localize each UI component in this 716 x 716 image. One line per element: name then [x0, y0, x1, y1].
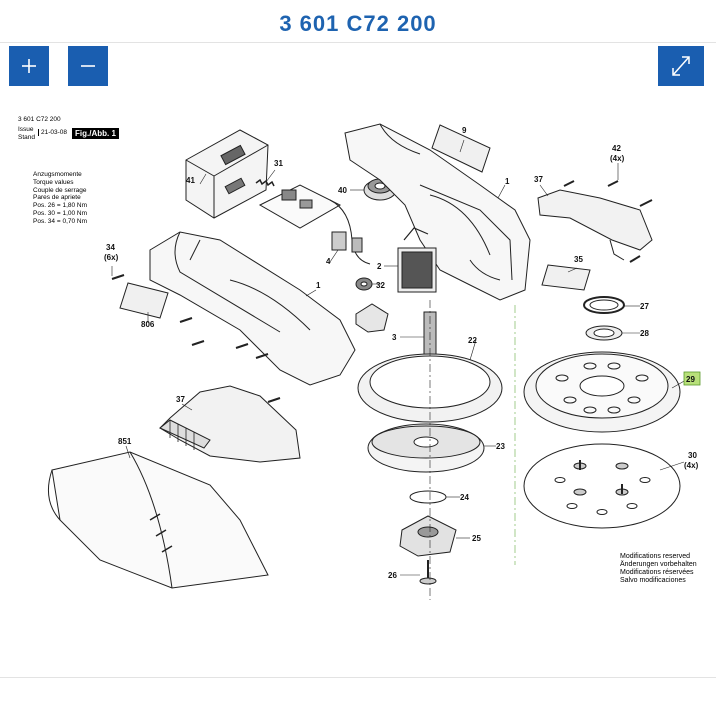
part-42-screws — [563, 180, 653, 263]
callout-37-right: 37 — [534, 175, 543, 184]
callout-31: 31 — [274, 159, 283, 168]
callout-42: 42 — [612, 144, 621, 153]
callout-4: 4 — [326, 257, 331, 266]
part-23-fan — [367, 423, 485, 473]
part-24-washer — [409, 490, 447, 504]
callout-1-lower: 1 — [316, 281, 321, 290]
leader-lines — [111, 139, 687, 576]
modifications-note: Modifications reserved Änderungen vorbeh… — [620, 553, 697, 585]
callout-24: 24 — [460, 493, 469, 502]
callout-25: 25 — [472, 534, 481, 543]
plus-icon — [22, 59, 36, 73]
torque-note-line: Pos. 34 = 0,70 Nm — [33, 217, 88, 225]
part-26-screw — [419, 560, 437, 585]
zoom-out-button[interactable] — [68, 46, 108, 86]
callout-1-upper: 1 — [505, 177, 510, 186]
drawing-date: 21-03-08 — [38, 129, 67, 137]
torque-note-line: Pos. 26 = 1,80 Nm — [33, 202, 88, 210]
callout-41: 41 — [186, 176, 195, 185]
callout-30: 30 — [688, 451, 697, 460]
part-29-sanding-pad — [523, 351, 681, 433]
part-1-housing-lower — [149, 231, 356, 386]
callout-32: 32 — [376, 281, 385, 290]
drawing-number: 3 601 C72 200 — [18, 116, 61, 123]
modifications-line: Salvo modificaciones — [620, 577, 686, 585]
torque-note-line: Pares de apriete — [33, 194, 81, 202]
part-37-dust-port — [159, 385, 301, 463]
footer-divider — [0, 677, 716, 678]
stand-label: Stand — [18, 134, 35, 141]
callout-30-quantity: (4x) — [684, 461, 699, 470]
part-37-shroud-right — [537, 189, 653, 261]
callout-851: 851 — [118, 437, 132, 446]
callout-34-quantity: (6x) — [104, 253, 119, 262]
callout-806: 806 — [141, 320, 155, 329]
header-divider — [0, 42, 716, 43]
callout-42-quantity: (4x) — [610, 154, 625, 163]
part-4-brush-holder — [331, 231, 363, 253]
figure-label: Fig./Abb. 1 — [72, 128, 119, 139]
part-28-sleeve — [585, 325, 623, 341]
torque-notes: Anzugsmomente Torque values Couple de se… — [33, 171, 87, 226]
part-41-switch — [185, 129, 269, 219]
callout-27: 27 — [640, 302, 649, 311]
expand-icon — [672, 56, 690, 76]
callout-29-highlight — [683, 371, 701, 386]
modifications-line: Modifications reserved — [620, 553, 691, 560]
fullscreen-button[interactable] — [658, 46, 704, 86]
callout-34: 34 — [106, 243, 115, 252]
torque-note-line: Torque values — [33, 178, 74, 186]
minus-icon — [81, 65, 95, 67]
part-2-field-coil — [397, 227, 437, 293]
document-number-title: 3 601 C72 200 — [279, 11, 437, 36]
part-30-backing-plate — [523, 443, 681, 529]
modifications-line: Modifications réservées — [620, 569, 694, 577]
issue-label: Issue — [18, 126, 34, 133]
part-27-ring — [583, 296, 625, 314]
part-1-housing-upper — [344, 123, 531, 301]
part-851-dust-bag — [47, 451, 269, 589]
part-bearing-plate — [355, 303, 389, 333]
part-25-flange — [399, 515, 457, 557]
torque-note-line: Anzugsmomente — [33, 171, 82, 178]
part-32-bearing — [355, 277, 373, 291]
modifications-line: Änderungen vorbehalten — [620, 561, 697, 569]
torque-note-line: Couple de serrage — [33, 186, 87, 194]
callout-2: 2 — [377, 262, 382, 271]
part-806-label — [119, 282, 169, 319]
zoom-in-button[interactable] — [9, 46, 49, 86]
callout-23: 23 — [496, 442, 505, 451]
callout-35: 35 — [574, 255, 583, 264]
callout-29: 29 — [686, 375, 695, 384]
callout-3: 3 — [392, 333, 397, 342]
callout-26: 26 — [388, 571, 397, 580]
document-title-banner: 3 601 C72 200 — [0, 0, 716, 42]
callout-37-left: 37 — [176, 395, 185, 404]
part-34-screws — [111, 274, 281, 403]
callout-22: 22 — [468, 336, 477, 345]
callout-9: 9 — [462, 126, 467, 135]
callout-40: 40 — [338, 186, 347, 195]
callout-28: 28 — [640, 329, 649, 338]
part-35-label — [541, 264, 591, 291]
torque-note-line: Pos. 30 = 1,00 Nm — [33, 209, 88, 217]
